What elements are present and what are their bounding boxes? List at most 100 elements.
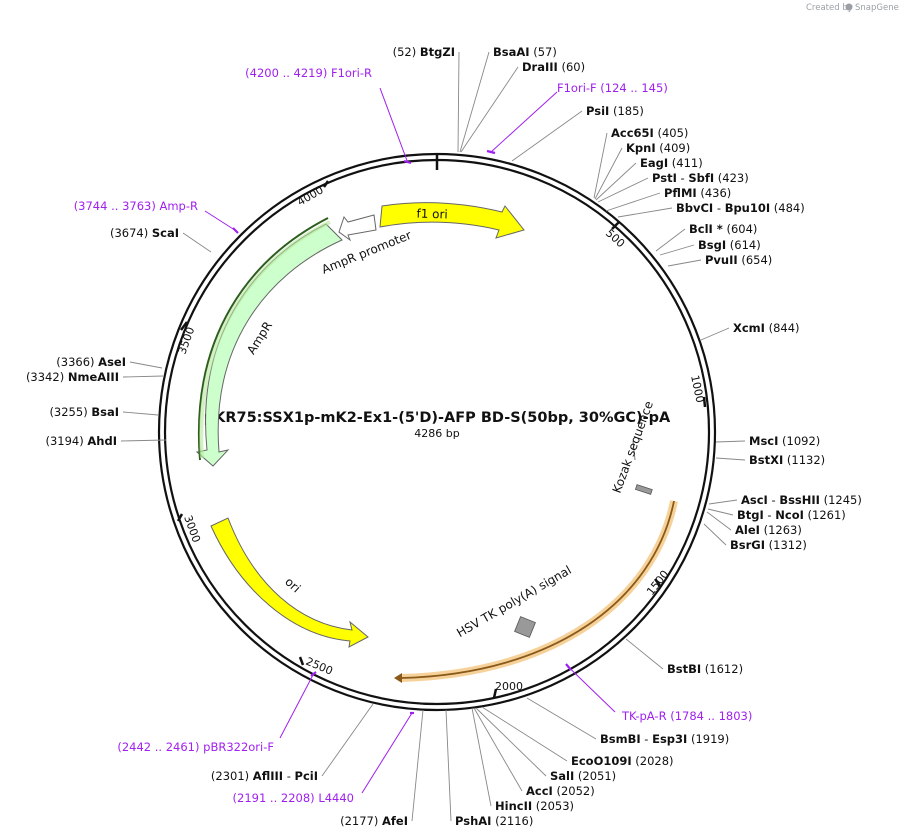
feature-hsv-tk-label: HSV TK poly(A) signal — [454, 563, 574, 640]
enzyme-label-eagi[interactable]: EagI (411) — [640, 156, 703, 170]
enzyme-name-afei: AfeI — [382, 814, 408, 828]
primer-label-pbr322ori-f[interactable]: (2442 .. 2461) pBR322ori-F — [117, 740, 274, 754]
enzyme-label-bsrgi[interactable]: BsrGI (1312) — [730, 538, 807, 552]
enzyme-name2-asci: BssHII — [779, 493, 820, 507]
enzyme-name-sali: SalI — [550, 769, 574, 783]
feature-hsv-tk-box[interactable] — [514, 616, 536, 638]
enzyme-pos-eagi: (411) — [668, 156, 703, 170]
enzyme-name-pflmi: PflMI — [664, 186, 697, 200]
enzyme-label-bcli[interactable]: BclI * (604) — [689, 222, 757, 236]
enzyme-label-xcmi[interactable]: XcmI (844) — [733, 321, 800, 335]
enzyme-pos-ahdi: (3194) — [45, 434, 87, 448]
primer-label-tk-pa-r[interactable]: TK-pA-R (1784 .. 1803) — [621, 709, 752, 723]
enzyme-name-xcmi: XcmI — [733, 321, 765, 335]
enzyme-label-pvuii[interactable]: PvuII (654) — [705, 253, 772, 267]
enzyme-connectors — [120, 51, 746, 822]
credit-brand[interactable]: SnapGene — [855, 3, 899, 13]
enzyme-label-bsmbi[interactable]: BsmBI - Esp3I (1919) — [600, 732, 729, 746]
enzyme-label-btgzi[interactable]: (52) BtgZI — [393, 45, 455, 59]
enzyme-label-afliii[interactable]: (2301) AflIII - PciI — [211, 769, 318, 783]
enzyme-label-bsgi[interactable]: BsgI (614) — [698, 238, 761, 252]
enzyme-name2-btgi: NcoI — [775, 508, 804, 522]
enzyme-pos-sali: (2051) — [574, 769, 616, 783]
enzyme-label-asei[interactable]: (3366) AseI — [56, 355, 126, 369]
enzyme-connector-bstbi — [625, 638, 664, 670]
enzyme-label-bsaai[interactable]: BsaAI (57) — [493, 45, 557, 59]
enzyme-connector-pvuii — [667, 259, 702, 267]
enzyme-name-btgi: BtgI — [737, 508, 764, 522]
primer-label-amp-r[interactable]: (3744 .. 3763) Amp-R — [74, 199, 198, 213]
enzyme-connector-hincii — [471, 707, 492, 807]
enzyme-connector-ecoo109i — [481, 706, 568, 762]
tick-3000-mark — [176, 513, 184, 522]
feature-ampr-promoter-arrow[interactable] — [338, 214, 377, 242]
enzyme-label-bbvci[interactable]: BbvCI - Bpu10I (484) — [676, 201, 805, 215]
primer-range-tk-pa-r: (1784 .. 1803) — [667, 709, 753, 723]
enzyme-name-psti: PstI — [652, 171, 677, 185]
primer-label-f1ori-f[interactable]: F1ori-F (124 .. 145) — [557, 81, 668, 95]
primer-label-f1ori-r[interactable]: (4200 .. 4219) F1ori-R — [245, 66, 372, 80]
feature-ori-arrow[interactable] — [210, 517, 369, 648]
enzyme-connector-draiii — [460, 66, 519, 153]
enzyme-label-msci[interactable]: MscI (1092) — [749, 434, 820, 448]
enzyme-connector-bstxi — [715, 457, 746, 461]
enzyme-pos-bsai: (3255) — [49, 405, 91, 419]
enzyme-name2-psti: SbfI — [688, 171, 714, 185]
primer-range-f1ori-r: (4200 .. 4219) — [245, 66, 331, 80]
tick-2000-label: 2000 — [495, 680, 523, 693]
enzyme-label-pflmi[interactable]: PflMI (436) — [664, 186, 731, 200]
enzyme-label-ecoo109i[interactable]: EcoO109I (2028) — [571, 754, 674, 768]
tick-1500-label: 1500 — [644, 568, 671, 598]
enzyme-label-bstxi[interactable]: BstXI (1132) — [749, 453, 825, 467]
primer-connector-f1ori-r — [379, 87, 408, 163]
enzyme-label-afei[interactable]: (2177) AfeI — [340, 814, 408, 828]
enzyme-pos-asei: (3366) — [56, 355, 98, 369]
enzyme-name-asei: AseI — [98, 355, 126, 369]
enzyme-label-sali[interactable]: SalI (2051) — [550, 769, 616, 783]
enzyme-sep-asci: - — [768, 493, 779, 507]
enzyme-name-msci: MscI — [749, 434, 778, 448]
enzyme-name-bstxi: BstXI — [749, 453, 783, 467]
enzyme-label-acci[interactable]: AccI (2052) — [526, 784, 595, 798]
enzyme-label-asci[interactable]: AscI - BssHII (1245) — [741, 493, 862, 507]
enzyme-pos-msci: (1092) — [778, 434, 820, 448]
enzyme-label-kpni[interactable]: KpnI (409) — [626, 141, 690, 155]
enzyme-connector-psii — [511, 110, 583, 162]
enzyme-connector-ahdi — [120, 439, 167, 442]
enzyme-label-hincii[interactable]: HincII (2053) — [495, 799, 574, 813]
enzyme-connector-bsaai — [459, 51, 490, 153]
enzyme-label-draiii[interactable]: DraIII (60) — [522, 60, 585, 74]
primer-range-pbr322ori-f: (2442 .. 2461) — [117, 740, 203, 754]
enzyme-label-psti[interactable]: PstI - SbfI (423) — [652, 171, 749, 185]
enzyme-label-scai[interactable]: (3674) ScaI — [110, 226, 179, 240]
enzyme-connector-bsgi — [659, 244, 695, 256]
enzyme-label-btgi[interactable]: BtgI - NcoI (1261) — [737, 508, 846, 522]
enzyme-connector-bsmbi — [526, 697, 597, 740]
credit-prefix: Created by — [806, 3, 853, 13]
enzyme-name-scai: ScaI — [152, 226, 179, 240]
enzyme-label-pshai[interactable]: PshAI (2116) — [455, 814, 533, 828]
enzyme-pos-xcmi: (844) — [765, 321, 800, 335]
enzyme-label-alei[interactable]: AleI (1263) — [735, 523, 802, 537]
enzyme-connector-kpni — [594, 147, 623, 200]
feature-ampr-label: AmpR — [244, 319, 275, 357]
enzyme-pos-bcli: (604) — [723, 222, 758, 236]
feature-mk2-orf-line[interactable] — [400, 500, 675, 679]
enzyme-label-ahdi[interactable]: (3194) AhdI — [45, 434, 117, 448]
feature-kozak-box[interactable] — [634, 484, 653, 495]
feature-f1-ori-arrow[interactable] — [379, 202, 525, 239]
primer-label-l4440[interactable]: (2191 .. 2208) L4440 — [233, 791, 354, 805]
enzyme-connector-scai — [182, 232, 212, 253]
enzyme-pos-kpni: (409) — [656, 141, 691, 155]
enzyme-pos-bbvci: (484) — [770, 201, 805, 215]
enzyme-label-bsai[interactable]: (3255) BsaI — [49, 405, 119, 419]
enzyme-connector-xcmi — [700, 327, 730, 341]
enzyme-label-acc65i[interactable]: Acc65I (405) — [611, 126, 688, 140]
enzyme-label-bstbi[interactable]: BstBI (1612) — [667, 662, 743, 676]
enzyme-name-ahdi: AhdI — [87, 434, 117, 448]
enzyme-label-nmeaiii[interactable]: (3342) NmeAIII — [26, 370, 119, 384]
primer-connector-amp-r — [204, 210, 236, 231]
enzyme-name-bcli: BclI * — [689, 222, 723, 236]
primer-connectors — [204, 87, 616, 794]
enzyme-label-psii[interactable]: PsiI (185) — [586, 104, 644, 118]
